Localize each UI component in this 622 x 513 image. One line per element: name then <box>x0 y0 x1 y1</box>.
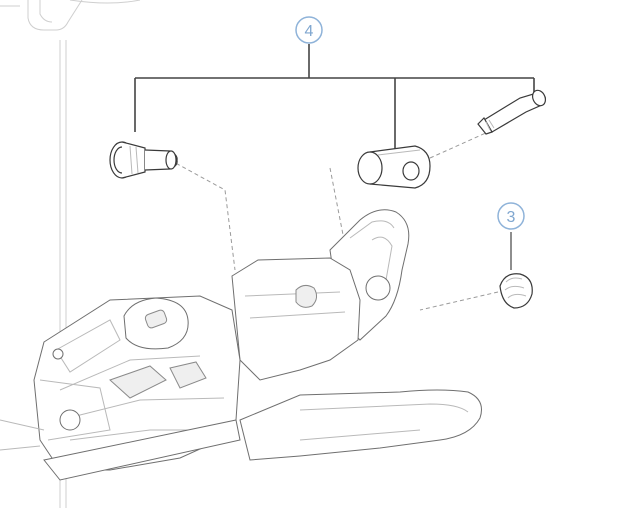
callout-3-label: 3 <box>507 209 516 226</box>
callout-4-leader <box>134 44 535 150</box>
shoulder-bolt-part <box>109 141 178 179</box>
end-cap-part <box>499 273 533 309</box>
callout-3: 3 <box>497 202 525 230</box>
shifter-body-assembly <box>0 209 482 481</box>
small-screw-part <box>477 89 547 135</box>
cylinder-pin-part <box>357 145 431 189</box>
callout-4: 4 <box>295 16 323 44</box>
callout-4-label: 4 <box>305 23 314 40</box>
